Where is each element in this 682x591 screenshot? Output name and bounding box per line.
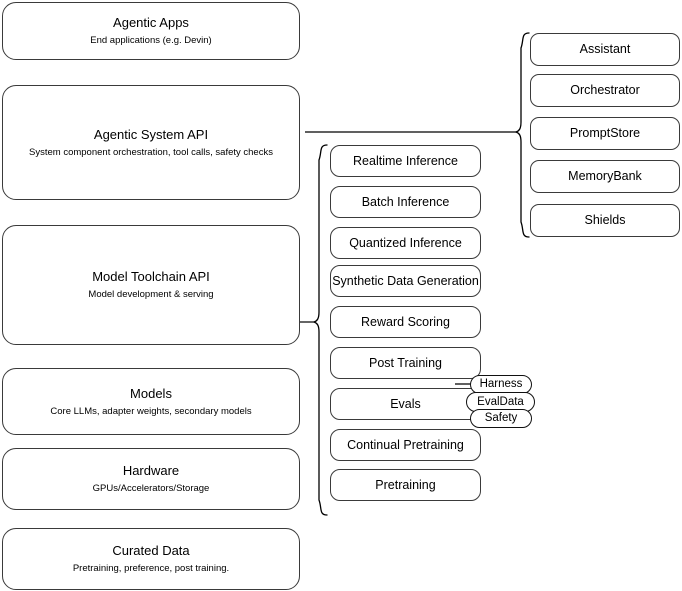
capability-label: Batch Inference: [361, 194, 450, 209]
layer-title: Agentic Apps: [113, 15, 189, 30]
capability-quantized-inference[interactable]: Quantized Inference: [330, 227, 481, 259]
layer-model-toolchain-api[interactable]: Model Toolchain API Model development & …: [2, 225, 300, 345]
layer-subtitle: System component orchestration, tool cal…: [29, 146, 273, 158]
system-component-assistant[interactable]: Assistant: [530, 33, 680, 66]
system-component-label: PromptStore: [569, 126, 641, 140]
capability-label: Post Training: [369, 355, 442, 370]
layer-title: Model Toolchain API: [92, 269, 210, 284]
capability-realtime-inference[interactable]: Realtime Inference: [330, 145, 481, 177]
capability-continual-pretraining[interactable]: Continual Pretraining: [330, 429, 481, 461]
capability-reward-scoring[interactable]: Reward Scoring: [330, 306, 481, 338]
eval-subcomponent-label: EvalData: [477, 395, 524, 408]
brace-toolchain-capabilities: [311, 144, 328, 516]
layer-title: Hardware: [122, 463, 180, 478]
system-component-promptstore[interactable]: PromptStore: [530, 117, 680, 150]
layer-subtitle: GPUs/Accelerators/Storage: [92, 483, 210, 494]
capability-label: Synthetic Data Generation: [332, 273, 479, 288]
layer-agentic-system-api[interactable]: Agentic System API System component orch…: [2, 85, 300, 200]
layer-subtitle: Pretraining, preference, post training.: [72, 563, 230, 574]
system-component-shields[interactable]: Shields: [530, 204, 680, 237]
capability-label: Continual Pretraining: [347, 437, 464, 452]
system-component-label: Assistant: [579, 42, 631, 56]
system-component-label: Orchestrator: [570, 83, 640, 97]
system-component-orchestrator[interactable]: Orchestrator: [530, 74, 680, 107]
brace-system-components: [513, 32, 530, 238]
layer-subtitle: End applications (e.g. Devin): [90, 35, 212, 46]
layer-subtitle: Core LLMs, adapter weights, secondary mo…: [50, 405, 252, 417]
eval-subcomponent-harness[interactable]: Harness: [470, 375, 532, 394]
eval-subcomponent-safety[interactable]: Safety: [470, 409, 532, 428]
capability-label: Evals: [390, 396, 421, 411]
capability-evals[interactable]: Evals: [330, 388, 481, 420]
capability-label: Realtime Inference: [353, 153, 458, 168]
capability-label: Pretraining: [375, 477, 436, 492]
layer-title: Models: [130, 385, 172, 401]
layer-subtitle: Model development & serving: [88, 289, 214, 300]
layer-hardware[interactable]: Hardware GPUs/Accelerators/Storage: [2, 448, 300, 510]
capability-label: Reward Scoring: [361, 314, 450, 329]
capability-pretraining[interactable]: Pretraining: [330, 469, 481, 501]
system-component-label: MemoryBank: [568, 169, 642, 183]
layer-agentic-apps[interactable]: Agentic Apps End applications (e.g. Devi…: [2, 2, 300, 60]
capability-batch-inference[interactable]: Batch Inference: [330, 186, 481, 218]
eval-subcomponent-evaldata[interactable]: EvalData: [466, 392, 535, 412]
layer-models[interactable]: Models Core LLMs, adapter weights, secon…: [2, 368, 300, 435]
capability-synthetic-data-generation[interactable]: Synthetic Data Generation: [330, 265, 481, 297]
layer-curated-data[interactable]: Curated Data Pretraining, preference, po…: [2, 528, 300, 590]
capability-label: Quantized Inference: [349, 235, 462, 250]
capability-post-training[interactable]: Post Training: [330, 347, 481, 379]
eval-subcomponent-label: Safety: [484, 412, 518, 424]
system-component-label: Shields: [584, 213, 626, 227]
eval-subcomponent-label: Harness: [479, 378, 523, 390]
layer-title: Curated Data: [112, 543, 190, 558]
system-component-memorybank[interactable]: MemoryBank: [530, 160, 680, 193]
layer-title: Agentic System API: [93, 126, 209, 142]
